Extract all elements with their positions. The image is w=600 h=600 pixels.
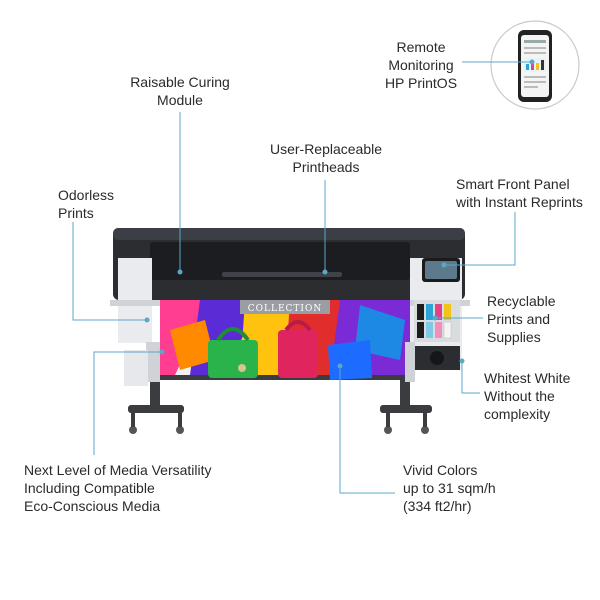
callout-line: Without the [484, 388, 555, 404]
callout-line: HP PrintOS [384, 75, 458, 91]
callout-line: with Instant Reprints [456, 194, 583, 210]
callout-line: Next Level of Media Versatility [24, 462, 212, 478]
front-panel-screen [422, 258, 460, 282]
callout-line: Odorless [58, 187, 115, 203]
callout-line: Eco-Conscious Media [24, 498, 161, 514]
smartphone-image [490, 20, 580, 110]
callout-whitest-white: Whitest White Without the complexity [484, 369, 570, 423]
callout-line: Vivid Colors [403, 462, 478, 478]
callout-line: Recyclable [487, 293, 556, 309]
callout-curing-module: Raisable Curing Module [120, 73, 240, 109]
callout-line: Monitoring [388, 57, 454, 73]
callout-vivid-colors: Vivid Colors up to 31 sqm/h (334 ft2/hr) [403, 461, 496, 515]
callout-recyclable: Recyclable Prints and Supplies [487, 292, 555, 346]
callout-line: Smart Front Panel [456, 176, 570, 192]
callout-line: Prints and [487, 311, 551, 327]
printer-stand [128, 355, 432, 434]
callout-line: Printheads [292, 159, 360, 175]
callout-line: Including Compatible [24, 480, 155, 496]
callout-line: Remote [396, 39, 446, 55]
callout-media-versatility: Next Level of Media Versatility Includin… [24, 461, 212, 515]
callout-leader-lines [72, 59, 535, 494]
callout-line: Module [157, 92, 203, 108]
callout-remote-monitoring: Remote Monitoring HP PrintOS [380, 38, 462, 92]
callout-printheads: User-Replaceable Printheads [266, 140, 386, 176]
callout-odorless-prints: Odorless Prints [58, 186, 114, 222]
callout-smart-front-panel: Smart Front Panel with Instant Reprints [456, 175, 583, 211]
ink-cartridges [414, 300, 460, 370]
callout-line: Prints [58, 205, 94, 221]
printed-banner: COLLECTION [160, 300, 410, 380]
callout-line: up to 31 sqm/h [403, 480, 496, 496]
callout-line: User-Replaceable [269, 141, 383, 157]
callout-line: Raisable Curing [130, 74, 230, 90]
callout-line: Supplies [487, 329, 541, 345]
callout-line: Whitest White [484, 370, 571, 386]
banner-text: COLLECTION [248, 304, 323, 314]
callout-line: complexity [484, 406, 551, 422]
callout-line: (334 ft2/hr) [403, 498, 472, 514]
